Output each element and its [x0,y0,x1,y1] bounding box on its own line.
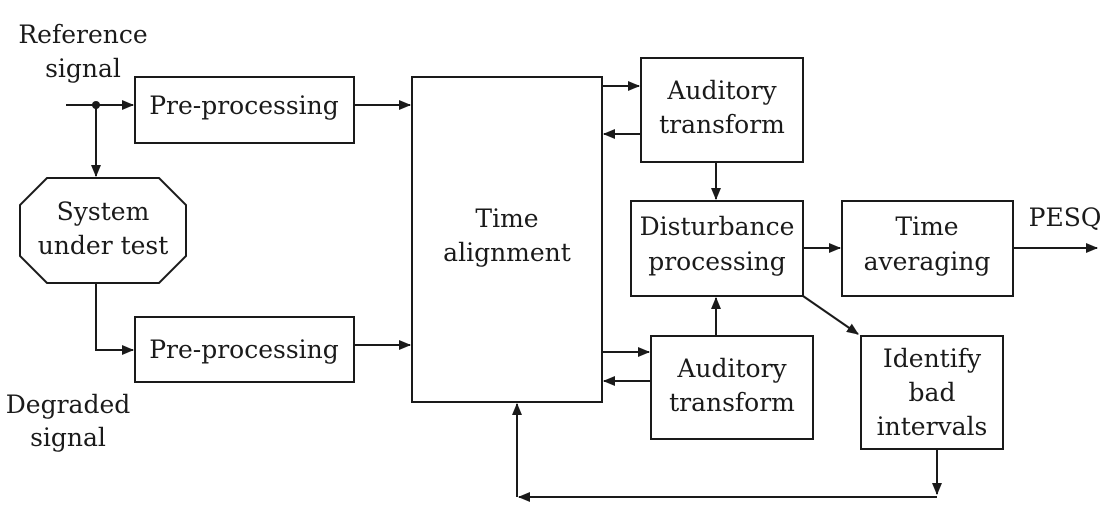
time-averaging-label-line2: averaging [864,247,991,276]
time-alignment-label-line2: alignment [443,238,571,267]
bad-intervals-label-line2: bad [909,378,956,407]
auditory-top-label-line2: transform [659,110,785,139]
arrow-disturbance-to-bad-intervals [802,295,859,335]
reference-label-line1: Reference [18,20,147,49]
disturbance-processing-box [630,200,804,297]
system-under-test-box [19,177,187,284]
disturbance-label-line1: Disturbance [640,212,795,241]
bad-intervals-label-line1: Identify [883,344,982,373]
preprocessing-top-label: Pre-processing [149,91,339,120]
time-alignment-label-line1: Time [475,204,538,233]
auditory-top-label-line1: Auditory [666,76,777,105]
preprocessing-bottom-box [134,316,355,383]
system-label-line2: under test [38,231,169,260]
preprocessing-bottom-label: Pre-processing [149,335,339,364]
auditory-bottom-label-line1: Auditory [676,354,787,383]
degraded-label-line1: Degraded [6,390,131,419]
system-label-line1: System [57,197,150,226]
arrow-system-to-preprocessing [95,283,134,355]
preprocessing-top-box [134,76,355,144]
identify-bad-intervals-box [860,335,1004,450]
time-alignment-box [411,76,603,403]
auditory-bottom-label-line2: transform [669,388,795,417]
time-averaging-label-line1: Time [895,212,958,241]
pesq-output-label: PESQ [1029,203,1102,232]
degraded-label-line2: signal [30,423,106,452]
time-averaging-box [841,200,1014,297]
disturbance-label-line2: processing [648,247,786,276]
bad-intervals-label-line3: intervals [877,412,988,441]
reference-label-line2: signal [45,54,121,83]
auditory-transform-top-box [640,57,804,163]
auditory-transform-bottom-box [650,335,814,440]
